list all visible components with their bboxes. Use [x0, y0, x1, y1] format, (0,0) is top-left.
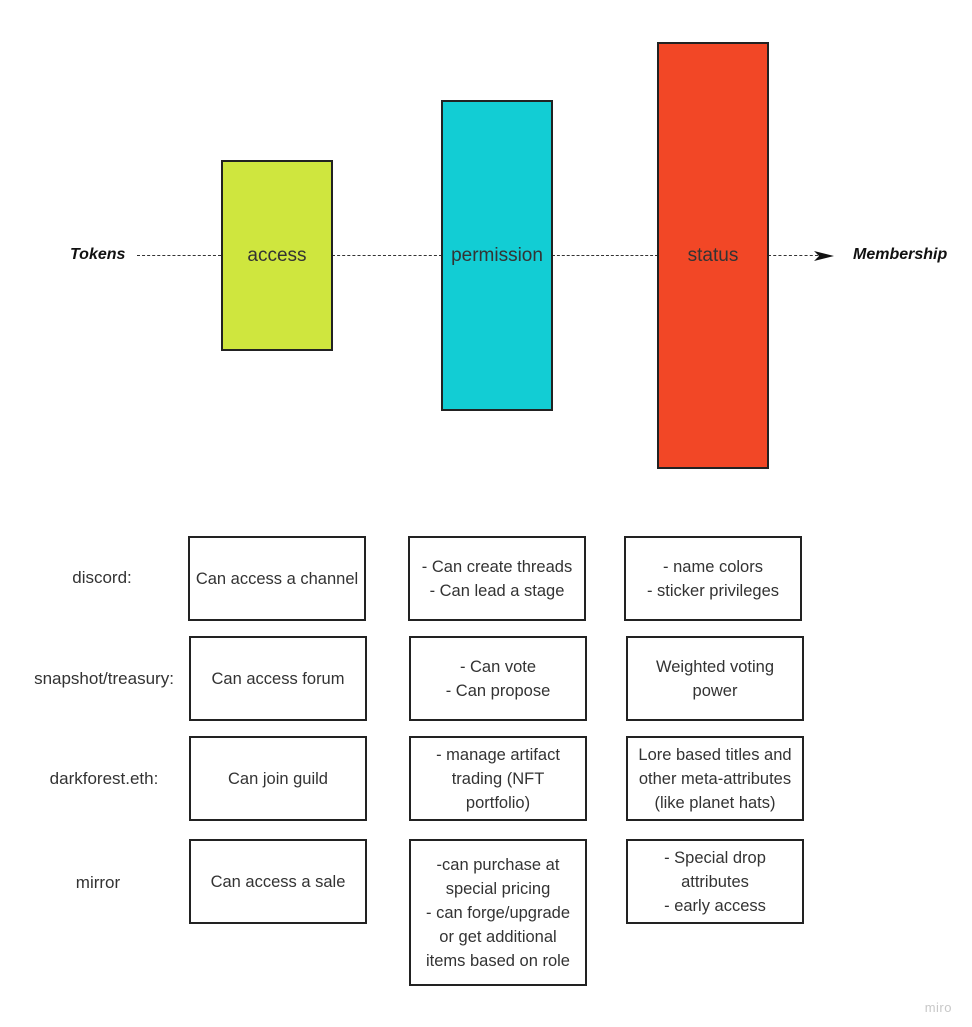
stage-label: access: [247, 245, 307, 266]
cell-text: Weighted voting power: [655, 657, 775, 700]
cell-text: Can access a channel: [195, 569, 359, 588]
table-cell[interactable]: - Special drop attributes - early access: [626, 839, 804, 924]
cell-text: - Special drop attributes - early access: [664, 848, 766, 915]
tokens-label: Tokens: [70, 246, 126, 263]
table-cell[interactable]: - Can vote - Can propose: [409, 636, 587, 721]
table-cell[interactable]: Can access a channel: [188, 536, 366, 621]
row-label-darkforest: darkforest.eth:: [49, 769, 159, 788]
table-cell[interactable]: Can access a sale: [189, 839, 367, 924]
dashed-connector: [768, 255, 818, 256]
table-cell[interactable]: - manage artifact trading (NFT portfolio…: [409, 736, 587, 821]
cell-text: Can join guild: [228, 769, 328, 788]
cell-text: - Can create threads - Can lead a stage: [421, 557, 573, 600]
cell-text: Lore based titles and other meta-attribu…: [638, 745, 792, 812]
miro-watermark: miro: [924, 1000, 952, 1015]
cell-text: - name colors - sticker privileges: [646, 557, 780, 600]
table-cell[interactable]: -can purchase at special pricing - can f…: [409, 839, 587, 986]
dashed-connector: [137, 255, 221, 256]
table-cell[interactable]: Can access forum: [189, 636, 367, 721]
stage-label: status: [687, 245, 739, 266]
cell-text: - Can vote - Can propose: [445, 657, 551, 700]
row-label-snapshot-treasury: snapshot/treasury:: [34, 669, 174, 688]
membership-label: Membership: [853, 246, 948, 263]
stage-label: permission: [451, 245, 543, 266]
table-cell[interactable]: - Can create threads - Can lead a stage: [408, 536, 586, 621]
cell-text: -can purchase at special pricing - can f…: [425, 855, 570, 970]
cell-text: Can access a sale: [210, 872, 346, 891]
dashed-connector: [332, 255, 442, 256]
arrowhead-icon: [814, 251, 834, 261]
stage-status[interactable]: status: [657, 42, 769, 469]
table-cell[interactable]: - name colors - sticker privileges: [624, 536, 802, 621]
stage-access[interactable]: access: [221, 160, 333, 351]
cell-text: Can access forum: [211, 669, 345, 688]
row-label-mirror: mirror: [75, 873, 121, 892]
table-cell[interactable]: Can join guild: [189, 736, 367, 821]
table-cell[interactable]: Weighted voting power: [626, 636, 804, 721]
row-label-discord: discord:: [72, 568, 132, 587]
stage-permission[interactable]: permission: [441, 100, 553, 411]
cell-text: - manage artifact trading (NFT portfolio…: [436, 745, 560, 812]
table-cell[interactable]: Lore based titles and other meta-attribu…: [626, 736, 804, 821]
dashed-connector: [552, 255, 658, 256]
